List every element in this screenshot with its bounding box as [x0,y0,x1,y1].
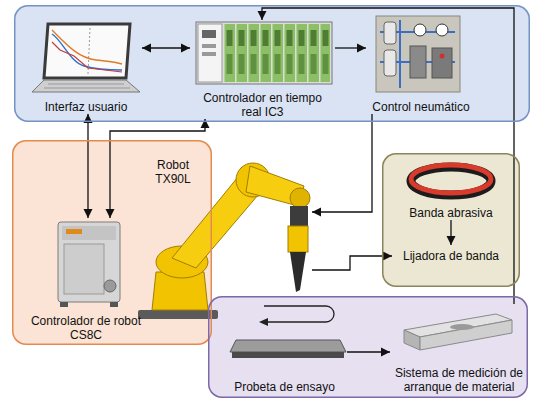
node-label: Control neumático [372,100,469,114]
connector-arrow [312,114,372,212]
pneumatic-panel-illustration [376,16,460,92]
connector-arrow [312,256,392,270]
group-panel: Interfaz usuario Controlador en tiempo re… [14,5,530,122]
connector-arrow [87,114,88,218]
node-label: Sistema de medición de arranque de mater… [392,366,526,394]
node-label: Probeta de ensayo [234,380,335,394]
component-node: Sistema de medición de arranque de mater… [390,304,528,394]
load-cell-illustration [404,314,512,350]
node-label: Interfaz usuario [45,100,128,114]
component-node: Interfaz usuario [30,20,142,114]
connector-arrow [450,220,451,245]
abrasive-belt-illustration [411,165,491,195]
connector-arrow [262,8,514,304]
component-node: Lijadora de banda [392,245,510,267]
connector-arrow [347,351,390,352]
connector-arrow [110,119,205,218]
component-node: Controlador en tiempo real IC3 [190,20,335,119]
node-label: Lijadora de banda [403,249,499,263]
component-node: Banda abrasiva [392,158,510,220]
group-panel: Banda abrasivaLijadora de banda [382,153,520,287]
node-label: Controlador en tiempo real IC3 [197,91,329,119]
connector-arrow [335,47,366,48]
component-node: Controlador de robot CS8C [22,218,151,342]
group-panel: Probeta de ensayo Sistema de medición de … [208,296,528,398]
robot-cabinet-illustration [58,222,120,307]
node-label: Robot TX90L [144,158,202,186]
component-node: Robot TX90L [140,148,312,320]
panel-fill [12,5,530,398]
connector-arrow [142,47,190,48]
robot-arm-illustration [138,163,310,319]
controller-rack-illustration [196,22,332,84]
node-label: Controlador de robot CS8C [24,314,149,342]
node-label: Banda abrasiva [409,206,492,220]
laptop-illustration [32,24,140,92]
component-node: Probeta de ensayo [222,300,347,394]
test-specimen-illustration [230,306,346,358]
component-node: Control neumático [366,12,476,114]
